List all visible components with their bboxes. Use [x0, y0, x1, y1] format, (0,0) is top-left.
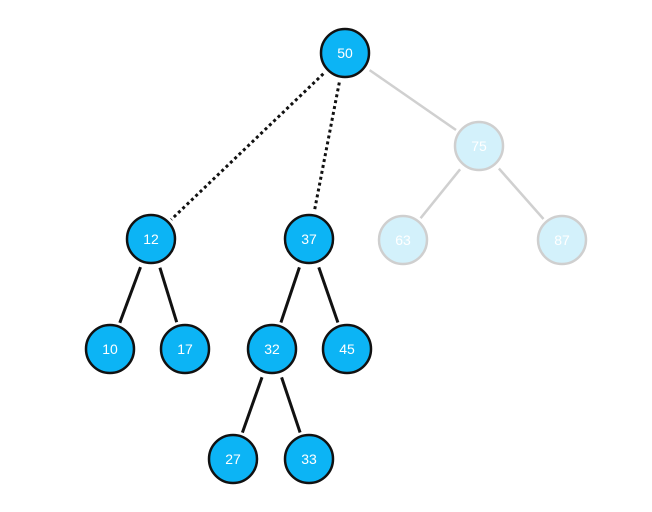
tree-edge-37-45	[317, 266, 340, 323]
tree-edges	[118, 69, 545, 434]
tree-edge-50-12	[170, 72, 325, 221]
tree-edge-75-87	[497, 167, 545, 220]
tree-node-circle	[283, 213, 335, 265]
tree-node-circle	[283, 433, 335, 485]
tree-edge-37-32	[279, 266, 301, 323]
tree-node-10: 10	[84, 323, 136, 375]
tree-node-45: 45	[321, 323, 373, 375]
tree-node-87: 87	[536, 214, 588, 266]
tree-node-circle	[319, 27, 371, 79]
tree-node-circle	[125, 213, 177, 265]
tree-node-50: 50	[319, 27, 371, 79]
tree-node-label: 37	[301, 231, 317, 247]
tree-node-circle	[246, 323, 298, 375]
tree-node-63: 63	[377, 214, 429, 266]
tree-node-12: 12	[125, 213, 177, 265]
tree-edge-50-37	[312, 82, 341, 212]
tree-node-33: 33	[283, 433, 335, 485]
tree-node-circle	[453, 120, 505, 172]
tree-node-circle	[159, 323, 211, 375]
tree-node-label: 63	[395, 232, 411, 248]
tree-edge-32-27	[240, 376, 264, 434]
tree-node-label: 75	[471, 138, 487, 154]
tree-node-32: 32	[246, 323, 298, 375]
tree-node-label: 17	[177, 341, 193, 357]
tree-node-label: 50	[337, 45, 353, 61]
tree-node-circle	[377, 214, 429, 266]
tree-node-circle	[321, 323, 373, 375]
tree-node-37: 37	[283, 213, 335, 265]
tree-node-label: 87	[554, 232, 570, 248]
tree-edge-50-75	[368, 69, 457, 132]
tree-node-circle	[84, 323, 136, 375]
tree-node-label: 33	[301, 451, 317, 467]
tree-node-27: 27	[207, 433, 259, 485]
tree-node-label: 10	[102, 341, 118, 357]
tree-nodes: 50 75 12 37 63 87 10 17 32 45 27 33	[84, 27, 588, 485]
tree-node-label: 27	[225, 451, 241, 467]
tree-node-label: 45	[339, 341, 355, 357]
tree-node-label: 12	[143, 231, 159, 247]
tree-edge-75-63	[419, 168, 462, 219]
tree-node-17: 17	[159, 323, 211, 375]
tree-edge-32-33	[280, 376, 302, 433]
tree-node-circle	[207, 433, 259, 485]
tree-node-75: 75	[453, 120, 505, 172]
tree-node-label: 32	[264, 341, 280, 357]
tree-edge-12-10	[118, 266, 142, 324]
tree-edge-12-17	[158, 267, 179, 323]
tree-node-circle	[536, 214, 588, 266]
